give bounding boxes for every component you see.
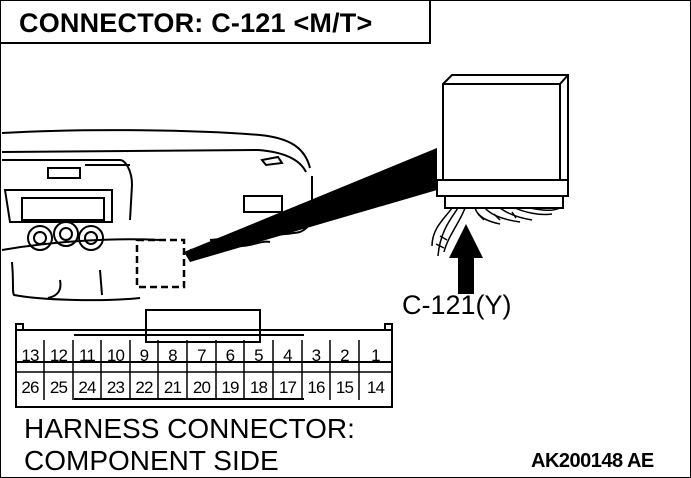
dashboard-outline <box>1 129 313 302</box>
pin-label: 1 <box>371 346 380 365</box>
connector-location-box <box>135 238 186 289</box>
callout-arrow <box>449 224 483 294</box>
pin-label: 13 <box>21 346 39 365</box>
pin-label: 16 <box>307 378 325 397</box>
dash-vents <box>27 221 104 251</box>
pin-label: 8 <box>168 346 177 365</box>
pin-label: 19 <box>221 378 239 397</box>
pin-label: 24 <box>78 378 96 397</box>
caption-line-1: HARNESS CONNECTOR: <box>24 413 355 444</box>
pin-label: 25 <box>49 378 68 397</box>
pin-label: 18 <box>249 378 268 397</box>
pin-label: 2 <box>340 346 349 365</box>
pin-label: 26 <box>21 378 39 397</box>
pin-label: 6 <box>225 346 235 365</box>
pin-label: 9 <box>139 346 149 365</box>
connector-face <box>15 309 393 408</box>
wiring-harness <box>431 207 561 257</box>
title-box: CONNECTOR: C-121 <M/T> <box>0 0 431 44</box>
pin-label: 10 <box>106 346 125 365</box>
caption-line-2: COMPONENT SIDE <box>24 445 279 476</box>
pin-label: 15 <box>335 378 354 397</box>
pin-label: 20 <box>192 378 211 397</box>
ecu-module <box>436 74 569 209</box>
pin-label: 17 <box>278 378 297 397</box>
pin-label: 12 <box>49 346 68 365</box>
page-title: CONNECTOR: C-121 <M/T> <box>19 8 373 38</box>
connector-callout-label: C-121(Y) <box>402 290 512 320</box>
pin-label: 22 <box>135 378 153 397</box>
figure-id: AK200148 AE <box>531 450 654 472</box>
leader-wedge <box>184 148 437 262</box>
pin-label: 14 <box>366 378 385 397</box>
connector-dividers <box>16 340 392 400</box>
pin-label: 3 <box>311 346 321 365</box>
pin-label: 4 <box>283 346 292 365</box>
pin-label: 11 <box>78 346 96 365</box>
pin-label: 7 <box>197 346 206 365</box>
pin-label: 5 <box>254 346 263 365</box>
pin-label: 23 <box>106 378 125 397</box>
pin-label: 21 <box>163 378 182 397</box>
